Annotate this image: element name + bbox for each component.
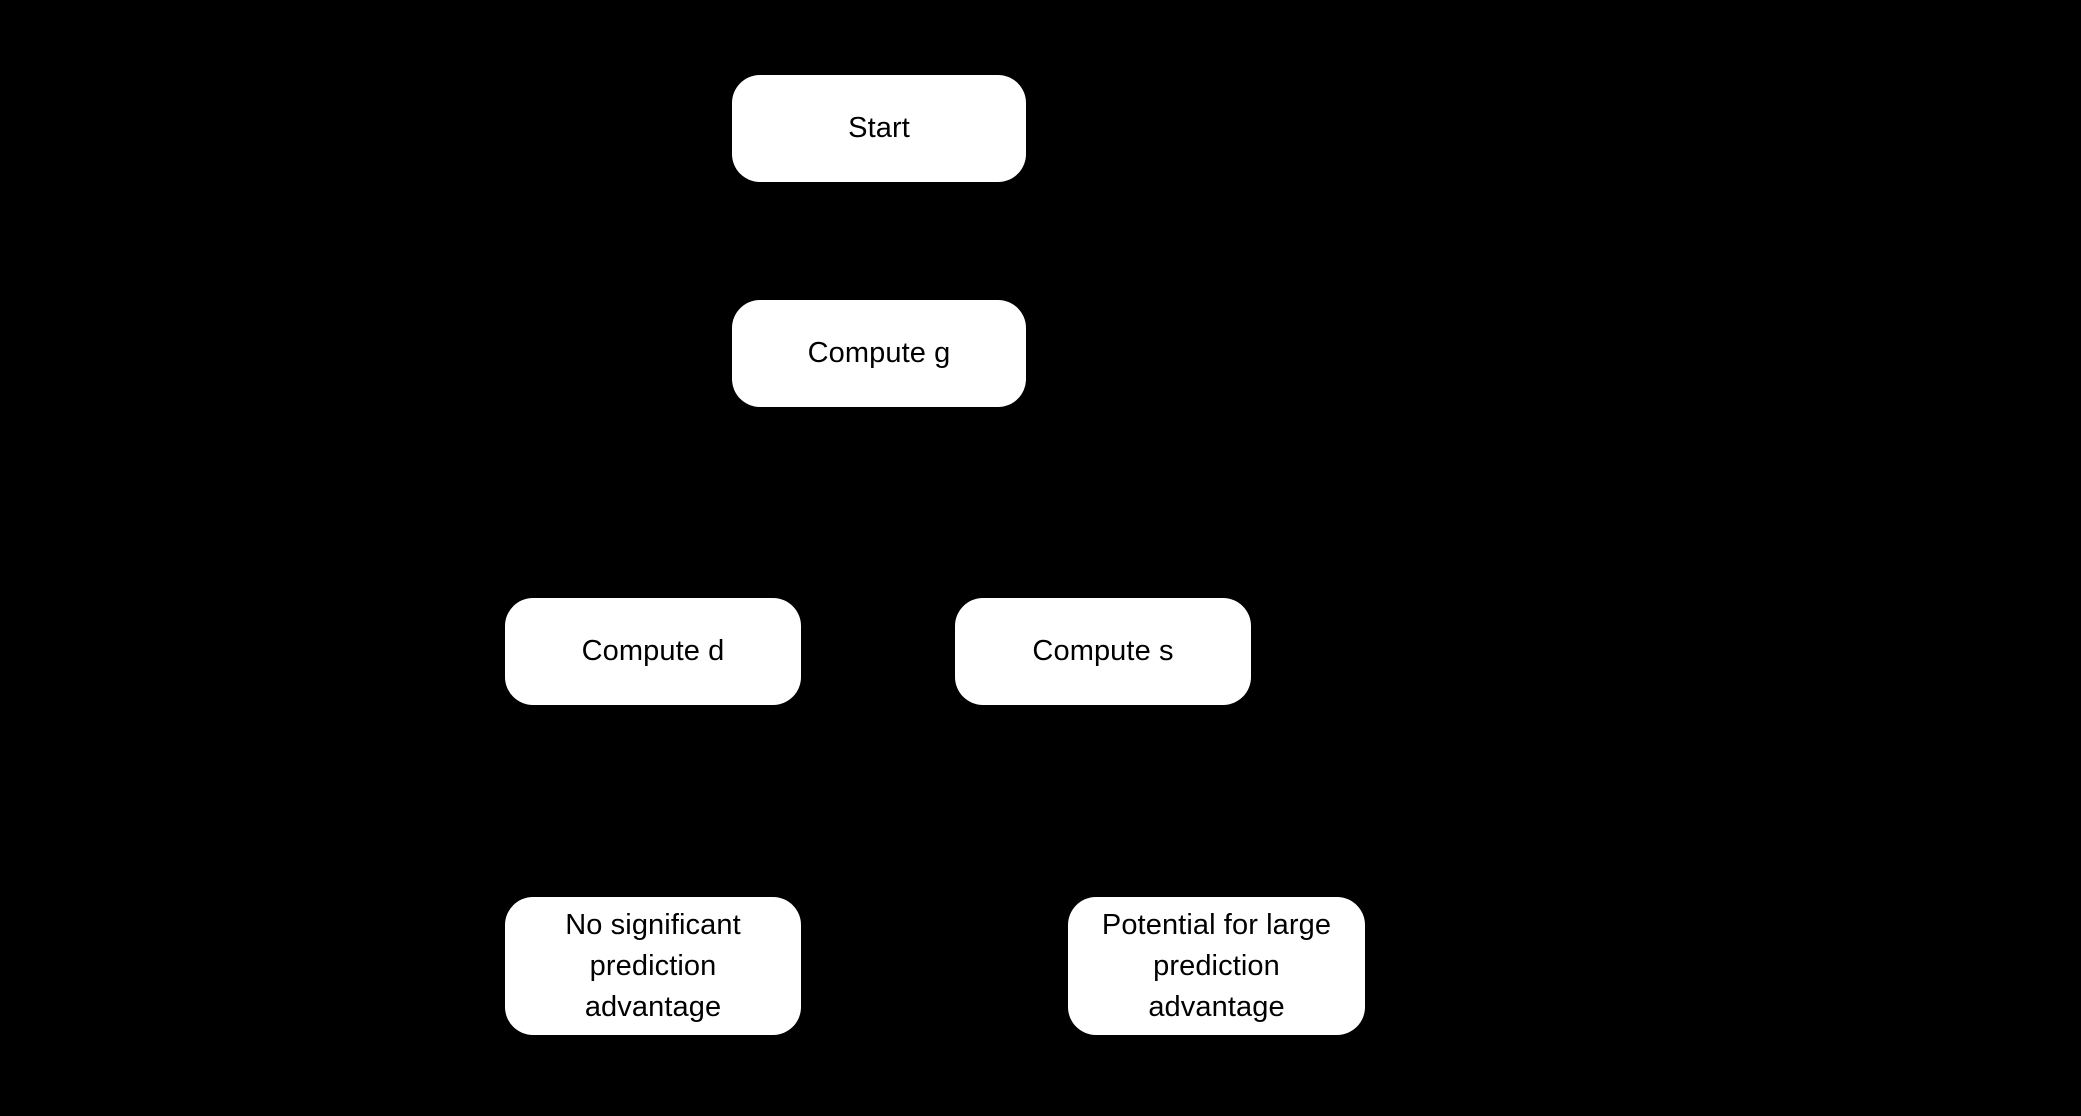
node-compute-d[interactable]: Compute d	[505, 598, 801, 705]
edge-compute-g-to-compute-s	[877, 407, 1118, 604]
node-large-advantage[interactable]: Potential for large prediction advantage	[1068, 897, 1365, 1035]
node-compute-g-label: Compute g	[807, 337, 951, 369]
node-start[interactable]: Start	[732, 75, 1026, 182]
node-compute-s-label: Compute s	[1032, 635, 1174, 667]
node-compute-g[interactable]: Compute g	[732, 300, 1026, 407]
node-start-label: Start	[848, 112, 910, 144]
node-large-advantage-label: Potential for large prediction advantage	[1101, 908, 1332, 1023]
edge-compute-g-to-compute-d	[639, 407, 881, 604]
node-compute-d-label: Compute d	[581, 635, 725, 667]
node-no-advantage[interactable]: No significant prediction advantage	[505, 897, 801, 1035]
node-no-advantage-label: No significant prediction advantage	[565, 908, 741, 1023]
node-compute-s[interactable]: Compute s	[955, 598, 1251, 705]
edge-compute-s-to-large-advantage	[1102, 705, 1231, 903]
